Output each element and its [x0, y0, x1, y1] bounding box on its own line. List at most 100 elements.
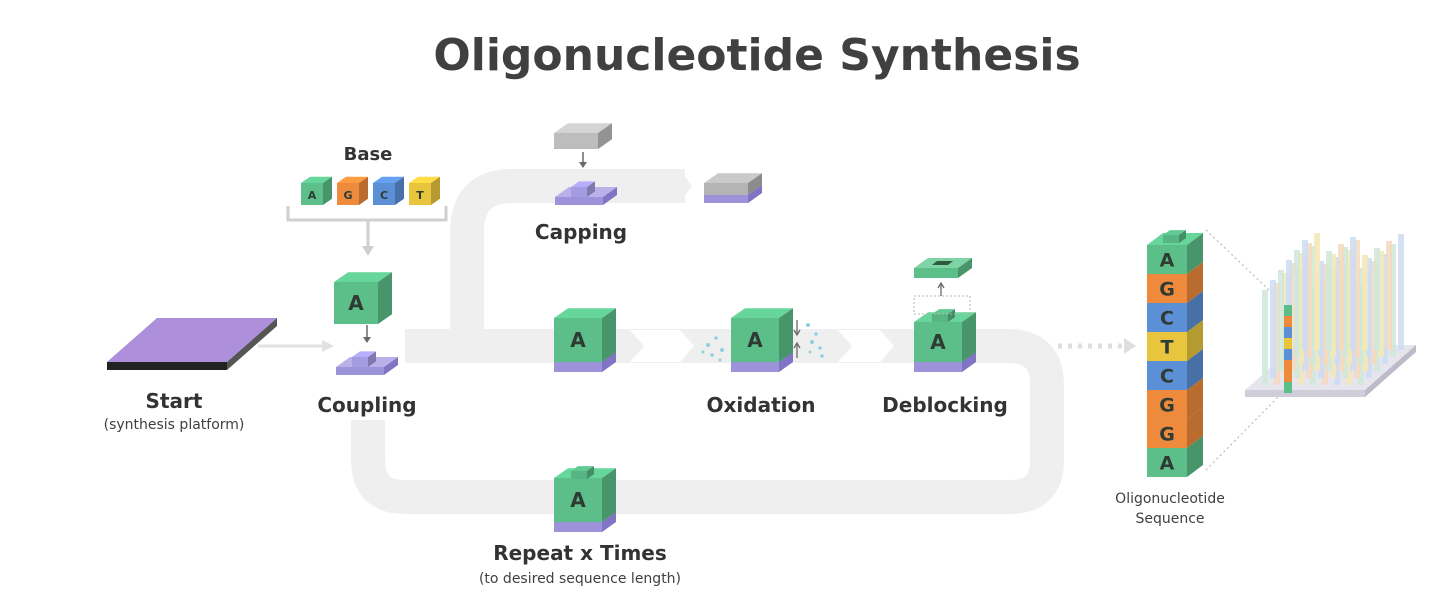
sequence-top-block	[1163, 230, 1186, 243]
array-strand	[1338, 244, 1344, 350]
sequence-letter: C	[1160, 366, 1174, 388]
step-label-capping: Capping	[535, 220, 627, 244]
base-cube-a: A	[301, 176, 332, 205]
sequence-cell: A	[1147, 233, 1203, 274]
sequence-letter: A	[1160, 453, 1175, 475]
flow-arrow-oxidation	[630, 330, 694, 362]
array-strand	[1302, 240, 1308, 350]
base-cube-c: C	[373, 176, 404, 205]
array-strand	[1366, 258, 1372, 357]
sequence-letter: G	[1159, 424, 1175, 446]
array-strand	[1350, 237, 1356, 350]
array-strand	[1298, 253, 1304, 364]
deblock-a-cube-letter: A	[930, 330, 946, 354]
base-cube-letter: T	[416, 189, 424, 202]
deblock-stack: A	[914, 309, 976, 372]
coupling-linker-base-block	[352, 351, 376, 367]
highlighted-strand	[1284, 305, 1292, 393]
synthesis-platform	[107, 318, 277, 370]
array-strand	[1334, 257, 1340, 364]
sequence-cell: C	[1147, 291, 1203, 332]
base-arrow-head	[362, 246, 374, 256]
sequence-letter: C	[1160, 308, 1174, 330]
array-strand	[1294, 250, 1300, 357]
oxidation-stack: A	[731, 308, 793, 372]
array-strand	[1382, 254, 1388, 364]
arrow-to-sequence-head	[1124, 338, 1136, 354]
array-strand	[1370, 261, 1376, 364]
sequence-letter: G	[1159, 395, 1175, 417]
coupling-a-cube: A	[334, 272, 392, 324]
array-strand	[1318, 261, 1324, 357]
oxidation-cube: A	[731, 308, 793, 372]
repeat-stack-cube-letter: A	[570, 488, 586, 512]
sequence-cell: G	[1147, 378, 1203, 419]
array-strand	[1306, 243, 1312, 357]
flow-arrow-deblocking	[838, 330, 894, 362]
step-sub-repeat: (to desired sequence length)	[479, 571, 681, 587]
array-strand	[1398, 234, 1404, 350]
capped-cube	[704, 173, 762, 195]
sequence-cell: C	[1147, 349, 1203, 390]
array-strand	[1330, 254, 1336, 357]
array-strand	[1322, 264, 1328, 364]
oxidation-dots	[701, 323, 824, 362]
flow-band-main	[351, 329, 1064, 514]
repeat-stack-cube: A	[554, 468, 616, 522]
capping-arrow-head	[579, 162, 587, 168]
array-strand	[1358, 268, 1364, 364]
array-strand	[1270, 280, 1276, 378]
coupling-linker	[336, 351, 398, 375]
step-label-repeat: Repeat x Times	[493, 541, 667, 565]
deblocking-dashed-outline	[913, 295, 971, 315]
arrow-head-start	[322, 340, 334, 352]
coupled-cube: A	[554, 308, 616, 372]
capping-cap-cube	[554, 123, 612, 149]
sequence-cell: G	[1147, 262, 1203, 303]
base-cube-letter: G	[343, 189, 352, 202]
coupling-linker-base	[336, 351, 398, 375]
diagram-title: Oligonucleotide Synthesis	[433, 30, 1080, 81]
step-label-coupling: Coupling	[317, 393, 416, 417]
sequence-letter: A	[1160, 250, 1175, 272]
zoom-line-bottom	[1205, 384, 1291, 471]
coupled-stack-cube: A	[554, 308, 616, 362]
deblock-top-block	[932, 309, 955, 322]
array-strand	[1390, 244, 1396, 357]
step-label-start: Start	[146, 389, 203, 413]
step-sub-start: (synthesis platform)	[104, 417, 245, 433]
oxidation-arrows	[793, 320, 801, 358]
coupling-cube: A	[334, 272, 392, 324]
array-strand	[1378, 251, 1384, 357]
repeat-cube: A	[554, 466, 616, 532]
base-cube-t: T	[409, 176, 440, 205]
deblocking-arrow-head	[937, 281, 945, 289]
deblocking-ring	[914, 258, 972, 278]
coupled-stack-cube-letter: A	[570, 328, 586, 352]
repeat-top-block	[571, 466, 594, 479]
sequence-letter: G	[1159, 279, 1175, 301]
sequence-top	[1147, 230, 1203, 245]
array-strand	[1314, 233, 1320, 350]
sequence-cell: T	[1147, 320, 1203, 361]
array-strand	[1342, 247, 1348, 357]
base-cube-g: G	[337, 176, 368, 205]
base-cube-letter: C	[380, 189, 388, 202]
oxidation-stack-cube: A	[731, 308, 793, 362]
base-bracket	[286, 206, 448, 222]
array-strand	[1354, 240, 1360, 357]
flow-arrow-capping	[635, 170, 692, 202]
coupling-a-cube-letter: A	[348, 291, 364, 315]
base-cube-letter: A	[308, 189, 317, 202]
capping-linker	[555, 181, 617, 205]
capping-linker-base-block	[571, 181, 595, 197]
sequence-letter: T	[1161, 337, 1174, 359]
array-strand	[1362, 255, 1368, 350]
deblocking-cube: A	[914, 309, 976, 372]
capped-result	[704, 173, 762, 203]
deblock-a-cube: A	[914, 312, 976, 362]
array-strand	[1374, 248, 1380, 350]
